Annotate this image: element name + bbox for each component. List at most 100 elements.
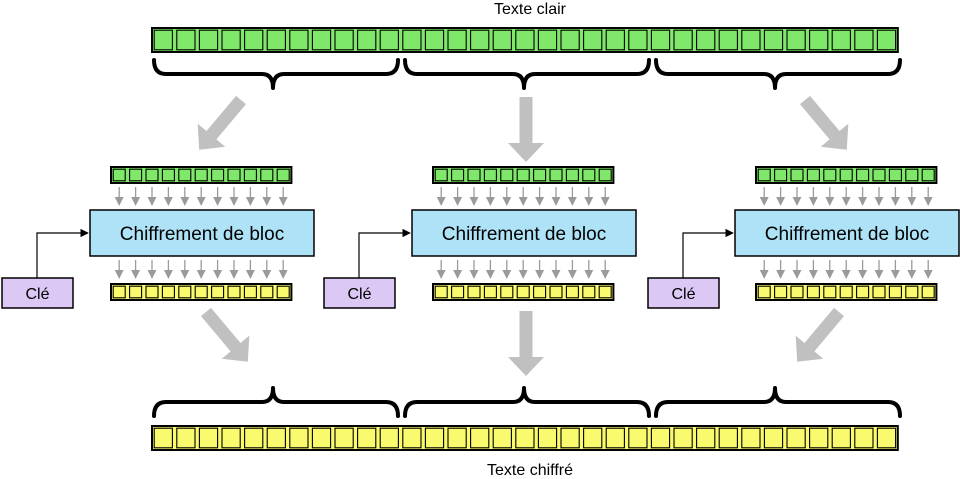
plaintext-sub-block-2-cell — [516, 168, 530, 182]
plaintext-sub-block-3-cell — [888, 168, 902, 182]
plaintext-block-cell — [809, 29, 829, 51]
key-label-3: Clé — [671, 286, 695, 303]
plaintext-sub-block-2-cell — [598, 168, 612, 182]
ciphertext-sub-block-3-cell — [872, 285, 886, 299]
ciphertext-block-cell — [311, 427, 332, 449]
key-label-2: Clé — [347, 286, 371, 303]
ciphertext-sub-block-3-cell — [757, 285, 771, 299]
ciphertext-block-cell — [696, 427, 716, 449]
plaintext-sub-block-2-cell — [549, 168, 563, 182]
plaintext-sub-block-1-cell — [194, 168, 208, 182]
plaintext-sub-block-1-cell — [178, 168, 192, 182]
ciphertext-block-cell — [854, 427, 874, 449]
plaintext-block-cell — [470, 29, 490, 51]
plaintext-strip — [151, 27, 899, 53]
plaintext-sub-block-1-cell — [260, 168, 274, 182]
ciphertext-sub-block-2-cell — [483, 285, 497, 299]
key-box-1 — [1, 277, 74, 309]
plaintext-block-cell — [741, 29, 761, 51]
plaintext-sub-block-1-cell — [211, 168, 225, 182]
plaintext-sub-block-1-cell — [227, 168, 241, 182]
plaintext-sub-block-2 — [432, 166, 615, 184]
ciphertext-sub-block-1-cell — [276, 285, 290, 299]
ciphertext-block-cell — [424, 427, 445, 449]
ciphertext-sub-block-1 — [110, 283, 293, 301]
ciphertext-block-cell — [289, 427, 309, 449]
ciphertext-sub-block-3-cell — [905, 285, 919, 299]
plaintext-block-cell — [560, 29, 580, 51]
key-box-2 — [323, 277, 396, 309]
ciphertext-block-cell — [718, 427, 738, 449]
plaintext-sub-block-3-cell — [921, 168, 935, 182]
plaintext-block-cell — [831, 29, 851, 51]
cipher-box-2 — [411, 209, 637, 257]
ciphertext-sub-block-1-cell — [194, 285, 208, 299]
ciphertext-sub-block-2-cell — [451, 285, 465, 299]
key-box-3 — [647, 277, 720, 309]
plaintext-block-cell — [583, 29, 603, 51]
ciphertext-sub-block-3-cell — [921, 285, 935, 299]
ciphertext-sub-block-2-cell — [434, 285, 448, 299]
flow-arrow-merge-left — [201, 307, 250, 362]
small-arrows-3 — [759, 187, 933, 279]
plaintext-block-cell — [718, 29, 738, 51]
ciphertext-block-cell — [583, 427, 603, 449]
plaintext-sub-block-2-cell — [565, 168, 579, 182]
ciphertext-block-cell — [876, 427, 897, 449]
plaintext-sub-block-3-cell — [856, 168, 870, 182]
plaintext-sub-block-2-cell — [467, 168, 481, 182]
plaintext-title: Texte clair — [494, 1, 567, 18]
ciphertext-block-cell — [673, 427, 693, 449]
ciphertext-block-cell — [515, 427, 535, 449]
ciphertext-sub-block-2-cell — [533, 285, 547, 299]
ciphertext-sub-block-2-cell — [598, 285, 612, 299]
top-brace-1 — [152, 58, 400, 90]
plaintext-block-cell — [537, 29, 558, 51]
ciphertext-block-cell — [537, 427, 558, 449]
ciphertext-sub-block-1-cell — [161, 285, 175, 299]
plaintext-sub-block-3-cell — [872, 168, 886, 182]
ciphertext-block-cell — [605, 427, 625, 449]
ciphertext-block — [151, 425, 899, 451]
ciphertext-sub-block-2-cell — [516, 285, 530, 299]
plaintext-block-cell — [244, 29, 264, 51]
block-units — [110, 166, 938, 301]
ciphertext-sub-block-1-cell — [260, 285, 274, 299]
plaintext-sub-block-2-cell — [483, 168, 497, 182]
plaintext-block-cell — [763, 29, 784, 51]
ciphertext-block-cell — [492, 427, 512, 449]
cipher-box-3 — [734, 209, 960, 257]
ciphertext-sub-block-1-cell — [129, 285, 143, 299]
plaintext-block-cell — [266, 29, 286, 51]
ciphertext-sub-block-2 — [432, 283, 615, 301]
ciphertext-sub-block-1-cell — [227, 285, 241, 299]
plaintext-sub-block-1-cell — [145, 168, 159, 182]
flow-arrows — [197, 95, 849, 376]
ciphertext-block-cell — [176, 427, 196, 449]
plaintext-block-cell — [876, 29, 897, 51]
plaintext-sub-block-1-cell — [276, 168, 290, 182]
plaintext-sub-block-2-cell — [582, 168, 596, 182]
ciphertext-block-cell — [786, 427, 806, 449]
plaintext-block-cell — [289, 29, 309, 51]
plaintext-sub-block-2-cell — [434, 168, 448, 182]
ciphertext-block-cell — [560, 427, 580, 449]
plaintext-block-cell — [447, 29, 467, 51]
plaintext-sub-block-3-cell — [790, 168, 804, 182]
ciphertext-title: Texte chiffré — [487, 462, 573, 479]
cipher-box-1 — [89, 209, 315, 257]
plaintext-block-cell — [515, 29, 535, 51]
flow-arrow-merge-right — [795, 307, 844, 362]
ciphertext-block-cell — [153, 427, 173, 449]
ciphertext-block-cell — [198, 427, 219, 449]
ciphertext-sub-block-3-cell — [856, 285, 870, 299]
plaintext-block-cell — [176, 29, 196, 51]
block-unit-1: Chiffrement de bloc Clé — [1, 209, 315, 309]
ciphertext-sub-block-3 — [755, 283, 938, 301]
plaintext-block-cell — [492, 29, 512, 51]
ciphertext-strip — [151, 425, 899, 451]
ciphertext-block-cell — [379, 427, 399, 449]
plaintext-sub-block-3-cell — [757, 168, 771, 182]
plaintext-sub-block-1-cell — [112, 168, 126, 182]
plaintext-sub-block-3-cell — [905, 168, 919, 182]
